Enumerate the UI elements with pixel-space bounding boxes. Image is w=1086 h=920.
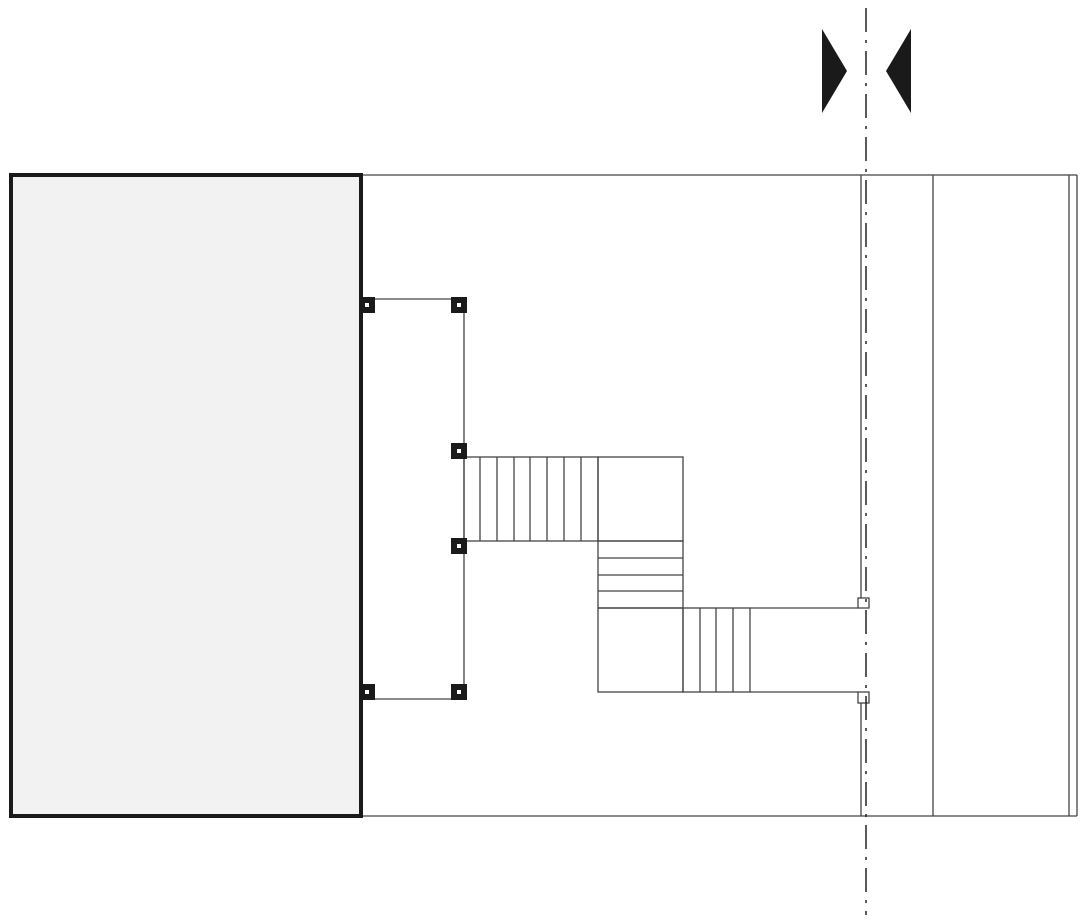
- middle-flight-treads: [598, 557, 683, 592]
- column: [451, 443, 467, 459]
- building-block: [9, 173, 363, 818]
- column: [451, 297, 467, 313]
- lower-landing: [597, 607, 684, 693]
- site-outline: [361, 174, 1078, 817]
- post: [857, 597, 870, 609]
- section-arrow-right-icon: [886, 29, 911, 113]
- column: [451, 538, 467, 554]
- columns: [359, 297, 467, 700]
- upper-landing: [597, 456, 684, 542]
- staircase: [463, 456, 870, 704]
- column: [359, 684, 375, 700]
- column: [359, 297, 375, 313]
- section-arrow-left-icon: [822, 29, 847, 113]
- railing: [367, 298, 465, 700]
- column: [451, 684, 467, 700]
- lower-flight-treads: [699, 608, 734, 692]
- upper-flight-treads: [479, 457, 582, 541]
- upper-flight: [463, 456, 599, 542]
- post: [857, 691, 870, 704]
